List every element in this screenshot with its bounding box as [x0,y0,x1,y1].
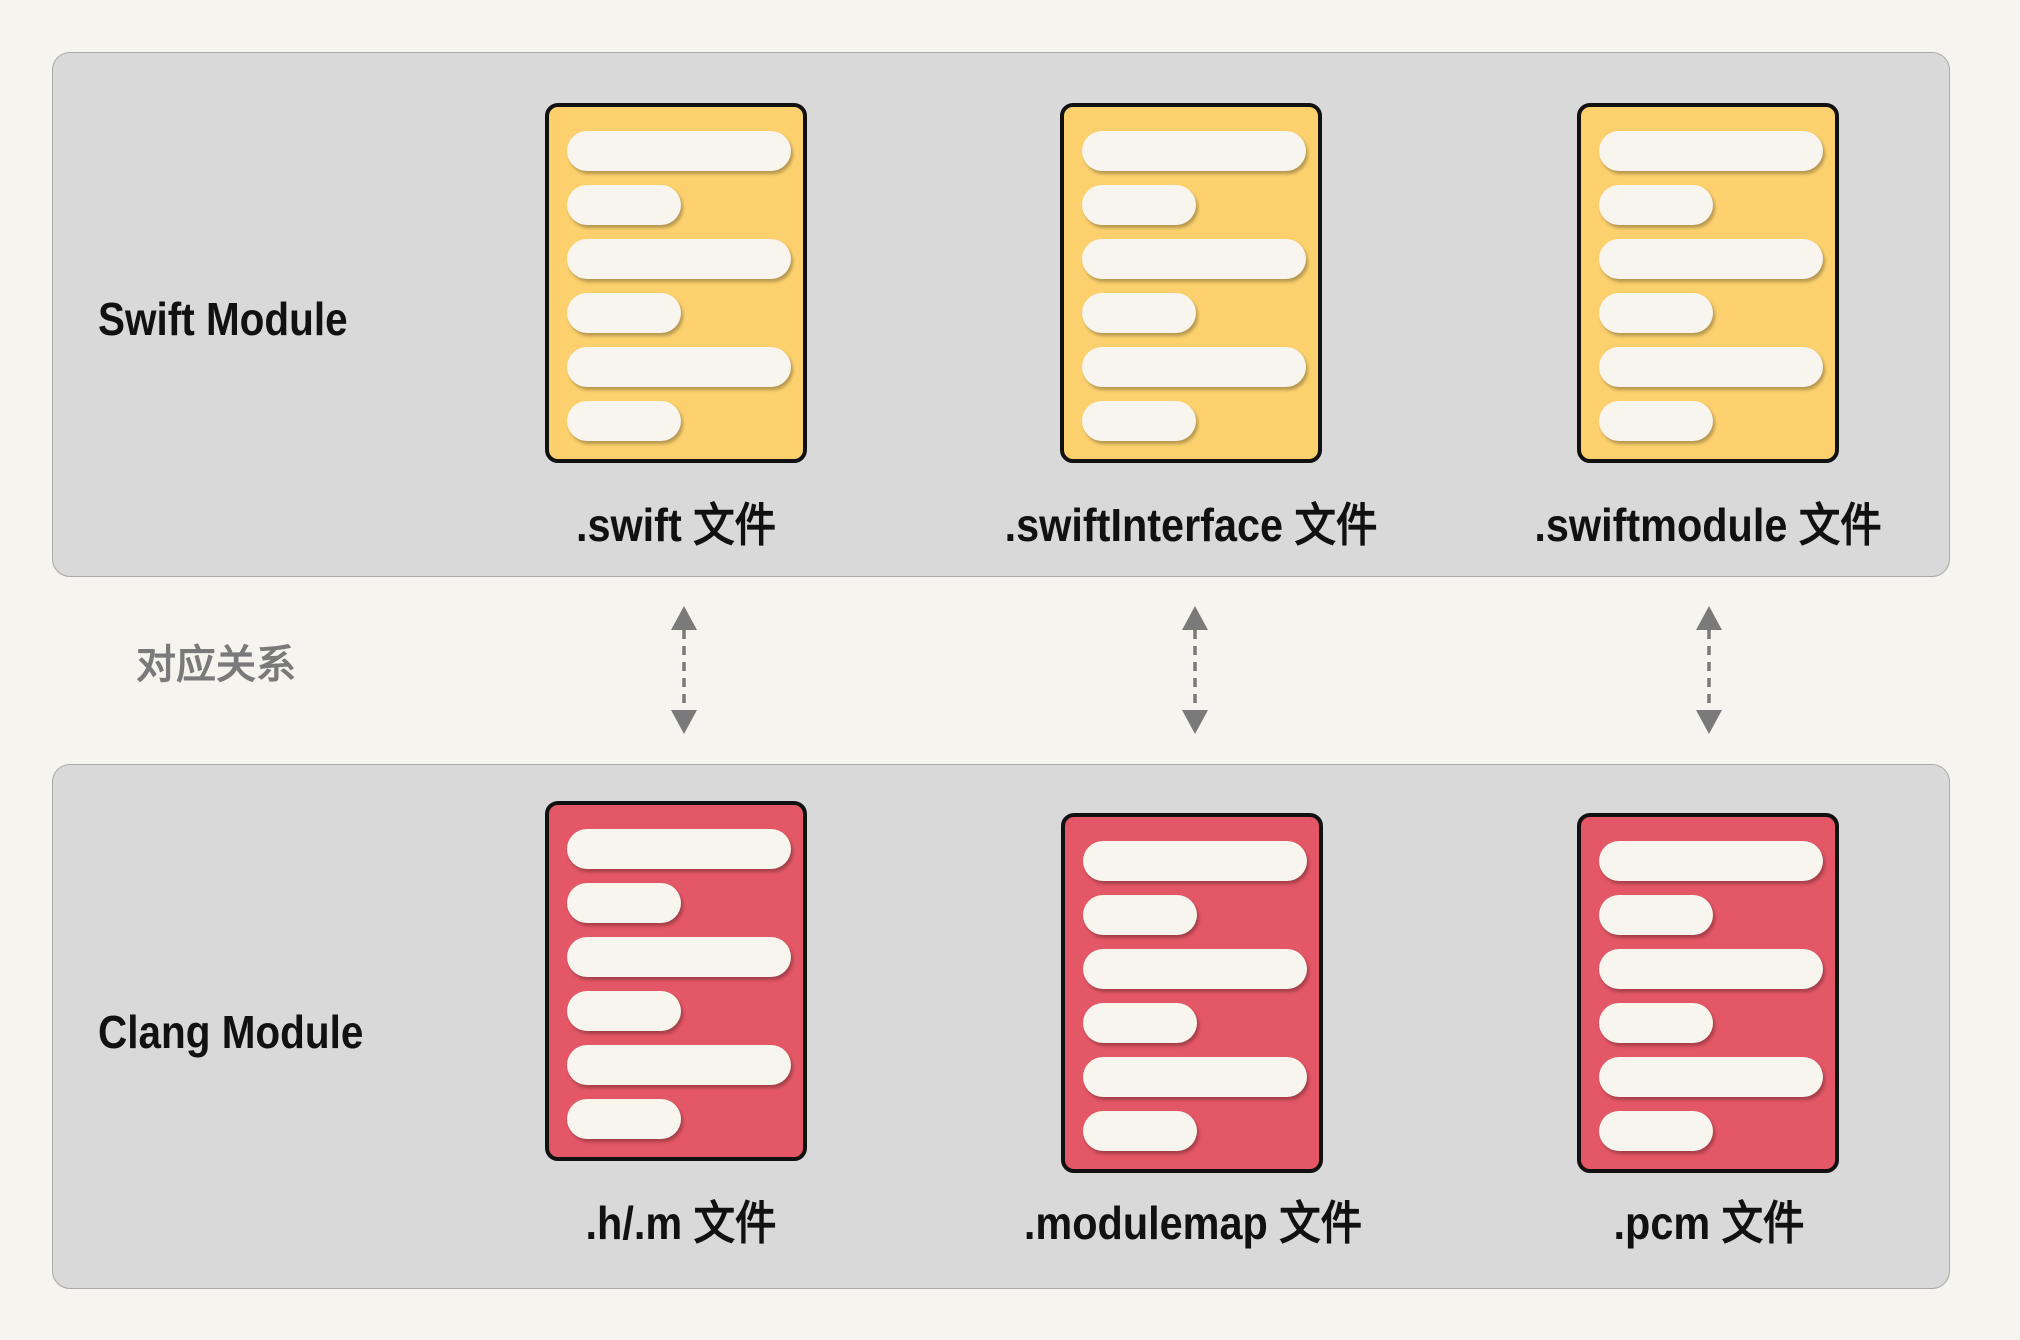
hm-file-caption: .h/.m 文件 [585,1197,777,1249]
relation-label: 对应关系 [136,643,296,687]
modulemap-file-document-icon [1061,813,1323,1173]
bidirectional-dashed-arrow-3 [1696,606,1722,734]
swiftmodule-file-document-icon [1577,103,1839,463]
modulemap-file-caption: .modulemap 文件 [1023,1197,1363,1249]
bidirectional-dashed-arrow-2 [1182,606,1208,734]
swiftinterface-file-document-icon [1060,103,1322,463]
pcm-file-document-icon [1577,813,1839,1173]
hm-file-document-icon [545,801,807,1161]
pcm-file-caption: .pcm 文件 [1613,1197,1805,1249]
swiftinterface-file-caption: .swiftInterface 文件 [1004,499,1378,551]
swift-file-document-icon [545,103,807,463]
swift-file-caption: .swift 文件 [575,499,777,551]
swiftmodule-file-caption: .swiftmodule 文件 [1534,499,1882,551]
bidirectional-dashed-arrow-1 [671,606,697,734]
swift-module-label: Swift Module [98,293,348,345]
clang-module-label: Clang Module [98,1006,364,1058]
